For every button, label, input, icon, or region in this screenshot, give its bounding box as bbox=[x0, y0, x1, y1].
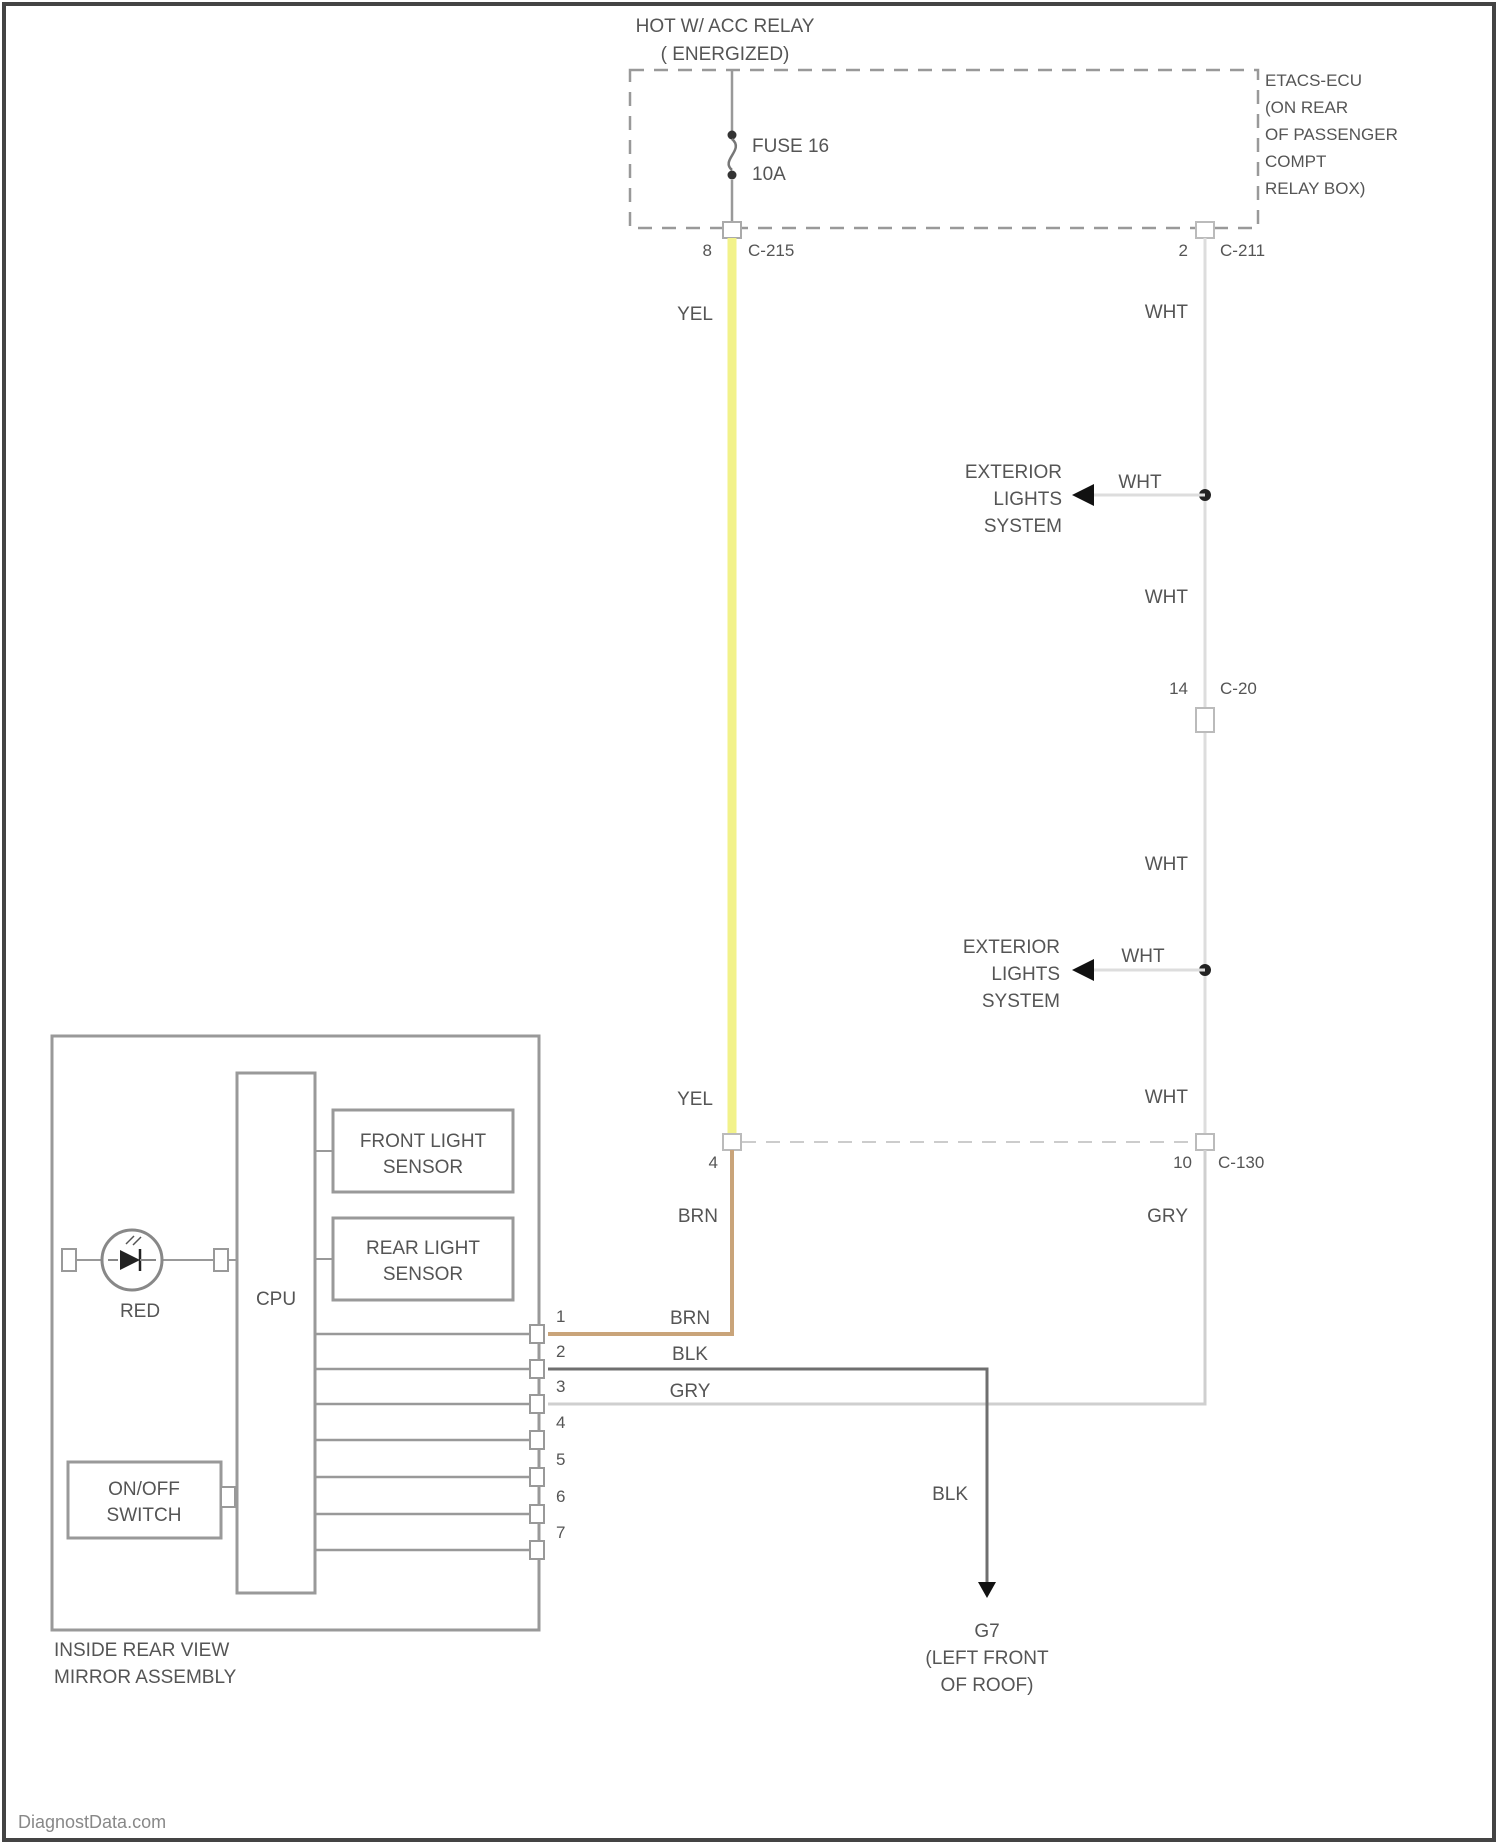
fuse-label-1: FUSE 16 bbox=[752, 136, 829, 157]
cpu-label: CPU bbox=[256, 1289, 296, 1310]
watermark: DiagnostData.com bbox=[18, 1812, 166, 1832]
c215-pin: 8 bbox=[703, 241, 712, 260]
front-light-sensor-label-1: FRONT LIGHT bbox=[360, 1131, 487, 1152]
svg-text:G7: G7 bbox=[974, 1621, 999, 1642]
c20-pin: 14 bbox=[1169, 679, 1188, 698]
rear-light-sensor-box bbox=[333, 1218, 513, 1300]
wht-branch-label-1: WHT bbox=[1118, 472, 1162, 493]
c130-connector-left bbox=[723, 1134, 741, 1150]
svg-text:LIGHTS: LIGHTS bbox=[993, 489, 1062, 510]
svg-text:SYSTEM: SYSTEM bbox=[982, 991, 1060, 1012]
relay-box-outline bbox=[630, 70, 1258, 228]
brn-label-2: BRN bbox=[670, 1308, 710, 1329]
mirror-pin-1: 1 bbox=[556, 1307, 565, 1326]
brn-label-1: BRN bbox=[678, 1206, 718, 1227]
mirror-pin-4: 4 bbox=[556, 1413, 565, 1432]
on-off-switch-label-2: SWITCH bbox=[107, 1505, 182, 1526]
arrow-icon bbox=[1072, 959, 1094, 981]
svg-text:OF PASSENGER: OF PASSENGER bbox=[1265, 125, 1398, 144]
c211-pin: 2 bbox=[1179, 241, 1188, 260]
mirror-pin-3: 3 bbox=[556, 1377, 565, 1396]
c211-connector bbox=[1196, 222, 1214, 238]
c215-connector bbox=[723, 222, 741, 238]
svg-text:RELAY BOX): RELAY BOX) bbox=[1265, 179, 1365, 198]
svg-text:(ON REAR: (ON REAR bbox=[1265, 98, 1348, 117]
mirror-assembly-label-1: INSIDE REAR VIEW bbox=[54, 1640, 229, 1661]
c130-connector-right bbox=[1196, 1134, 1214, 1150]
c130-pin-left: 4 bbox=[709, 1153, 718, 1172]
gry-label-1: GRY bbox=[1147, 1206, 1188, 1227]
svg-text:EXTERIOR: EXTERIOR bbox=[963, 937, 1060, 958]
rear-light-sensor-label-1: REAR LIGHT bbox=[366, 1238, 480, 1259]
blk-label-1: BLK bbox=[672, 1344, 708, 1365]
svg-text:ETACS-ECU: ETACS-ECU bbox=[1265, 71, 1362, 90]
on-off-switch-label-1: ON/OFF bbox=[108, 1479, 180, 1500]
ground-label: G7 (LEFT FRONT OF ROOF) bbox=[925, 1621, 1049, 1696]
mirror-pin-6: 6 bbox=[556, 1487, 565, 1506]
svg-text:COMPT: COMPT bbox=[1265, 152, 1326, 171]
page-border bbox=[4, 4, 1494, 1840]
c20-name: C-20 bbox=[1220, 679, 1257, 698]
cpu-box bbox=[237, 1073, 315, 1593]
led-label: RED bbox=[120, 1301, 160, 1322]
mirror-pin-7: 7 bbox=[556, 1523, 565, 1542]
mirror-output-lines bbox=[315, 1334, 530, 1550]
svg-text:LIGHTS: LIGHTS bbox=[991, 964, 1060, 985]
wht-branch-label-2: WHT bbox=[1121, 946, 1165, 967]
svg-text:OF ROOF): OF ROOF) bbox=[941, 1675, 1034, 1696]
led-terminal-right bbox=[214, 1249, 228, 1271]
exterior-lights-label-1: EXTERIOR LIGHTS SYSTEM bbox=[965, 462, 1062, 537]
mirror-assembly-label-2: MIRROR ASSEMBLY bbox=[54, 1667, 237, 1688]
exterior-lights-label-2: EXTERIOR LIGHTS SYSTEM bbox=[963, 937, 1060, 1012]
yel-wire-label-bottom: YEL bbox=[677, 1089, 713, 1110]
rear-light-sensor-label-2: SENSOR bbox=[383, 1264, 463, 1285]
c130-name: C-130 bbox=[1218, 1153, 1264, 1172]
mirror-pin-terminals bbox=[530, 1325, 544, 1559]
wht-label-3: WHT bbox=[1145, 854, 1189, 875]
c20-connector bbox=[1196, 708, 1214, 732]
mirror-pin-5: 5 bbox=[556, 1450, 565, 1469]
c130-pin-right: 10 bbox=[1173, 1153, 1192, 1172]
c215-name: C-215 bbox=[748, 241, 794, 260]
svg-text:SYSTEM: SYSTEM bbox=[984, 516, 1062, 537]
wht-label-4: WHT bbox=[1145, 1087, 1189, 1108]
gry-label-2: GRY bbox=[670, 1381, 711, 1402]
yel-wire-label-top: YEL bbox=[677, 304, 713, 325]
on-off-switch-box bbox=[68, 1462, 221, 1538]
fuse-symbol bbox=[728, 131, 737, 180]
gry-wire bbox=[548, 1150, 1205, 1404]
switch-terminal bbox=[221, 1487, 235, 1507]
power-source-label-2: ( ENERGIZED) bbox=[661, 44, 790, 65]
c211-name: C-211 bbox=[1220, 241, 1265, 260]
arrow-icon bbox=[1072, 484, 1094, 506]
mirror-pin-2: 2 bbox=[556, 1342, 565, 1361]
wht-label-2: WHT bbox=[1145, 587, 1189, 608]
ground-icon bbox=[978, 1582, 996, 1598]
relay-box-label: ETACS-ECU (ON REAR OF PASSENGER COMPT RE… bbox=[1265, 71, 1398, 198]
power-source-label-1: HOT W/ ACC RELAY bbox=[636, 16, 815, 37]
wht-label-1: WHT bbox=[1145, 302, 1189, 323]
front-light-sensor-label-2: SENSOR bbox=[383, 1157, 463, 1178]
blk-label-2: BLK bbox=[932, 1484, 968, 1505]
svg-text:EXTERIOR: EXTERIOR bbox=[965, 462, 1062, 483]
blk-wire bbox=[548, 1369, 987, 1588]
brn-wire bbox=[548, 1150, 732, 1334]
svg-text:(LEFT FRONT: (LEFT FRONT bbox=[925, 1648, 1049, 1669]
led-icon bbox=[102, 1230, 162, 1290]
fuse-label-2: 10A bbox=[752, 164, 786, 185]
led-terminal-left bbox=[62, 1249, 76, 1271]
